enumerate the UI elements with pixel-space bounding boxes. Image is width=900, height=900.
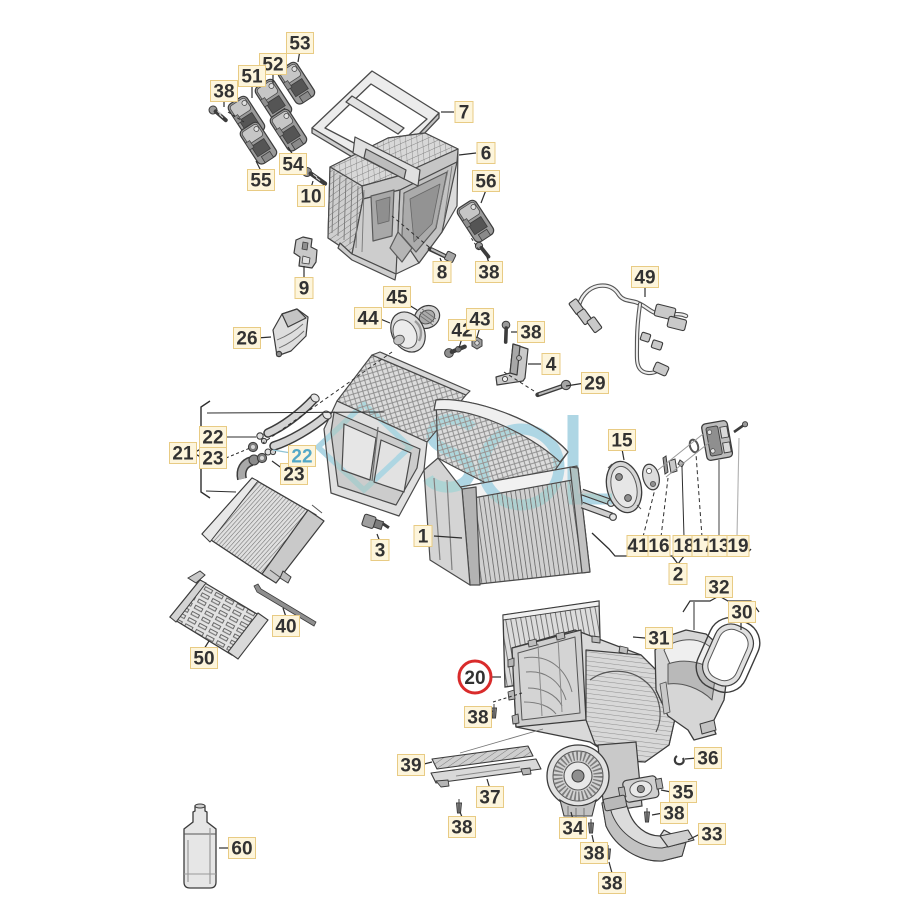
- svg-text:9: 9: [299, 279, 310, 300]
- svg-text:22: 22: [202, 428, 223, 449]
- svg-text:38: 38: [467, 708, 488, 729]
- svg-text:23: 23: [202, 449, 223, 470]
- svg-text:29: 29: [584, 374, 605, 395]
- svg-text:16: 16: [648, 536, 669, 557]
- svg-text:60: 60: [231, 839, 252, 860]
- svg-text:34: 34: [562, 819, 584, 840]
- svg-text:55: 55: [250, 171, 272, 192]
- svg-text:23: 23: [283, 465, 304, 486]
- svg-text:30: 30: [731, 603, 752, 624]
- svg-text:38: 38: [478, 263, 499, 284]
- svg-text:45: 45: [386, 288, 408, 309]
- svg-text:43: 43: [469, 310, 490, 331]
- svg-text:38: 38: [583, 844, 604, 865]
- svg-text:38: 38: [213, 82, 234, 103]
- svg-text:2: 2: [673, 565, 684, 586]
- svg-text:52: 52: [262, 55, 283, 76]
- svg-text:19: 19: [727, 536, 748, 557]
- svg-text:18: 18: [673, 536, 694, 557]
- svg-text:36: 36: [697, 749, 718, 770]
- svg-text:15: 15: [611, 431, 633, 452]
- svg-text:20: 20: [464, 668, 485, 689]
- svg-text:44: 44: [357, 309, 379, 330]
- svg-text:49: 49: [634, 268, 655, 289]
- svg-text:50: 50: [193, 649, 214, 670]
- svg-text:21: 21: [172, 444, 194, 465]
- svg-text:31: 31: [648, 629, 670, 650]
- svg-text:1: 1: [418, 527, 429, 548]
- svg-text:53: 53: [289, 34, 310, 55]
- svg-text:38: 38: [520, 323, 541, 344]
- svg-text:56: 56: [475, 172, 496, 193]
- svg-text:13: 13: [708, 536, 729, 557]
- svg-text:41: 41: [627, 536, 649, 557]
- svg-text:38: 38: [663, 804, 684, 825]
- svg-text:40: 40: [275, 617, 296, 638]
- svg-text:38: 38: [451, 818, 472, 839]
- svg-text:6: 6: [481, 144, 492, 165]
- svg-text:51: 51: [241, 67, 263, 88]
- svg-text:4: 4: [546, 355, 557, 376]
- svg-text:54: 54: [282, 155, 304, 176]
- svg-text:39: 39: [400, 756, 421, 777]
- svg-text:10: 10: [300, 187, 321, 208]
- svg-text:38: 38: [601, 874, 622, 895]
- svg-text:26: 26: [236, 329, 257, 350]
- svg-text:3: 3: [375, 541, 386, 562]
- svg-text:32: 32: [708, 578, 729, 599]
- svg-text:35: 35: [672, 783, 694, 804]
- svg-text:37: 37: [479, 788, 500, 809]
- svg-text:8: 8: [437, 263, 448, 284]
- svg-text:33: 33: [701, 825, 722, 846]
- svg-text:7: 7: [459, 103, 470, 124]
- svg-text:22: 22: [291, 447, 312, 468]
